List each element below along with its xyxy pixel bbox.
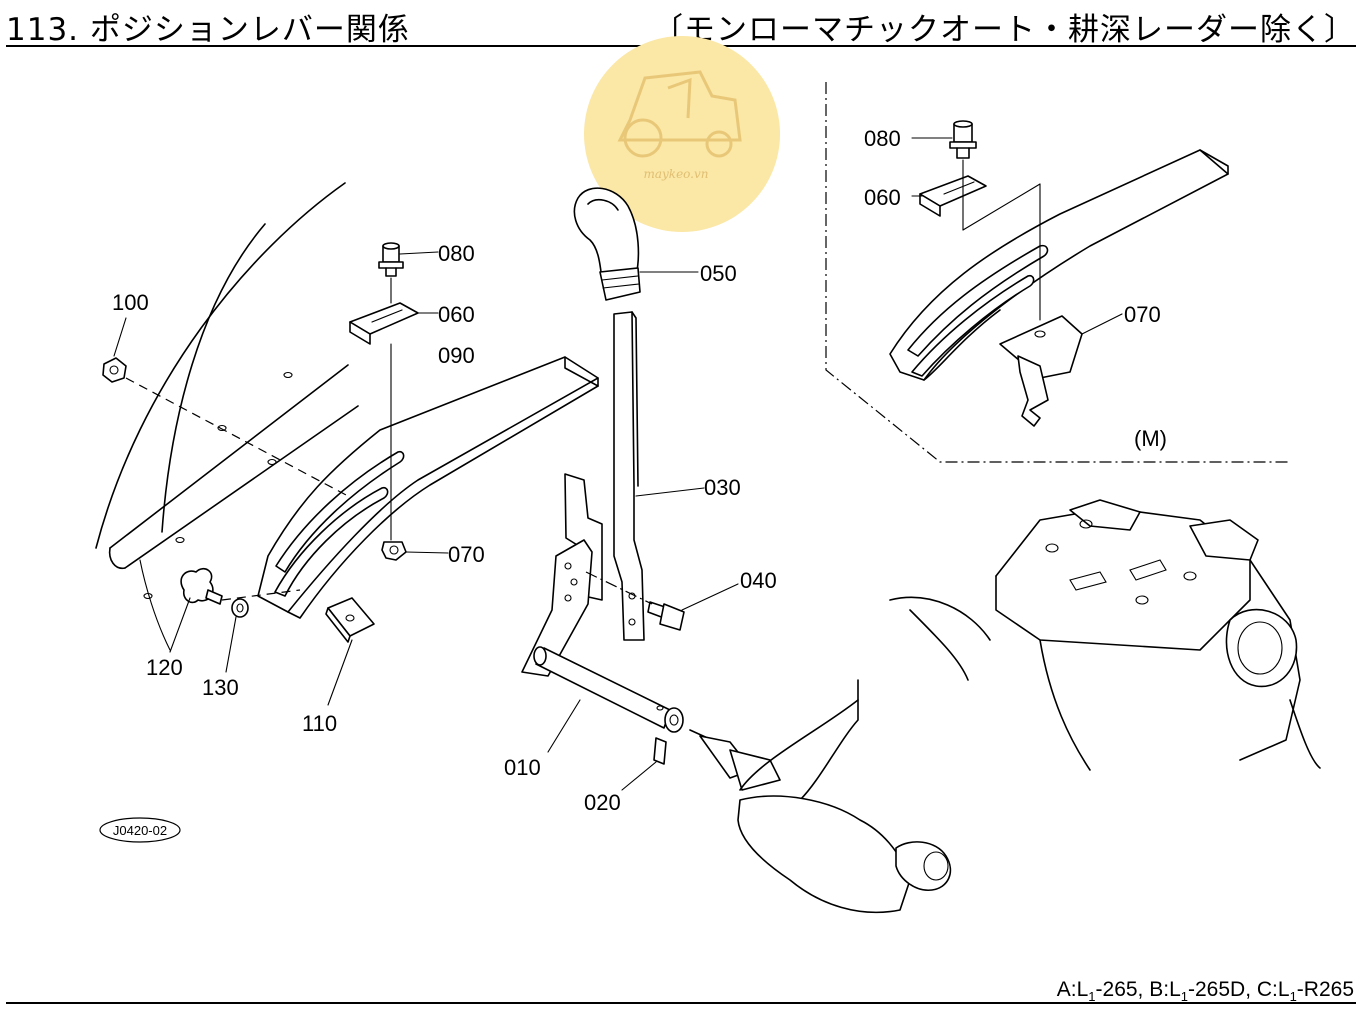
- inset-bracket-070: [999, 313, 1123, 427]
- shaft-010: [533, 646, 684, 753]
- clip-060: [349, 277, 439, 541]
- inset-clip-060: [911, 159, 1041, 321]
- nut-070: [381, 541, 449, 561]
- nut-100: [102, 317, 349, 497]
- callout-080-inset: 080: [864, 126, 901, 151]
- page-header: 113. ポジションレバー関係 〔モンローマチックオート・耕深レーダー除く〕: [6, 2, 1356, 48]
- inset-label: (M): [1134, 426, 1167, 451]
- callout-060-main: 060: [438, 302, 475, 327]
- page-subtitle: 〔モンローマチックオート・耕深レーダー除く〕: [652, 12, 1356, 48]
- grip-050: [573, 187, 699, 301]
- knob-120: [169, 567, 223, 653]
- model-list: A:L1-265, B:L1-265D, C:L1-R265: [1057, 978, 1354, 1004]
- guide-plate-090: [257, 356, 599, 619]
- callout-070-main: 070: [448, 542, 485, 567]
- bolt-080: [378, 242, 439, 277]
- model-b: B:L1-265D,: [1149, 978, 1252, 1005]
- callout-040: 040: [740, 568, 777, 593]
- footer-rule: [6, 1002, 1356, 1004]
- inset-bolt-080: [911, 120, 977, 159]
- lever-030: [613, 311, 705, 641]
- callout-090: 090: [438, 343, 475, 368]
- callout-020: 020: [584, 790, 621, 815]
- watermark-logo: maykeo.vn: [584, 36, 780, 232]
- callout-030: 030: [704, 475, 741, 500]
- callout-050: 050: [700, 261, 737, 286]
- bolt-040: [647, 583, 739, 631]
- block-110: [325, 597, 375, 706]
- pin-020: [621, 737, 667, 791]
- diagram-code: J0420-02: [113, 823, 167, 838]
- callout-070-inset: 070: [1124, 302, 1161, 327]
- washer-130: [221, 589, 301, 673]
- callout-100: 100: [112, 290, 149, 315]
- model-a: A:L1-265,: [1056, 978, 1144, 1005]
- fender-outline: [95, 182, 359, 651]
- callout-110: 110: [302, 711, 337, 736]
- callout-010: 010: [504, 755, 541, 780]
- page-title: 113. ポジションレバー関係: [6, 12, 410, 48]
- tractor-icon: [617, 70, 742, 158]
- inset-m: [825, 82, 1290, 463]
- bracket-plate: [521, 473, 653, 677]
- diagram-code-badge: J0420-02: [99, 817, 181, 843]
- watermark-text: maykeo.vn: [643, 167, 708, 181]
- callout-130: 130: [202, 675, 239, 700]
- callout-120: 120: [146, 655, 183, 680]
- callout-080-main: 080: [438, 241, 475, 266]
- callout-060-inset: 060: [864, 185, 901, 210]
- hydraulic-housing: [689, 499, 1321, 914]
- model-c: C:L1-R265: [1256, 978, 1354, 1005]
